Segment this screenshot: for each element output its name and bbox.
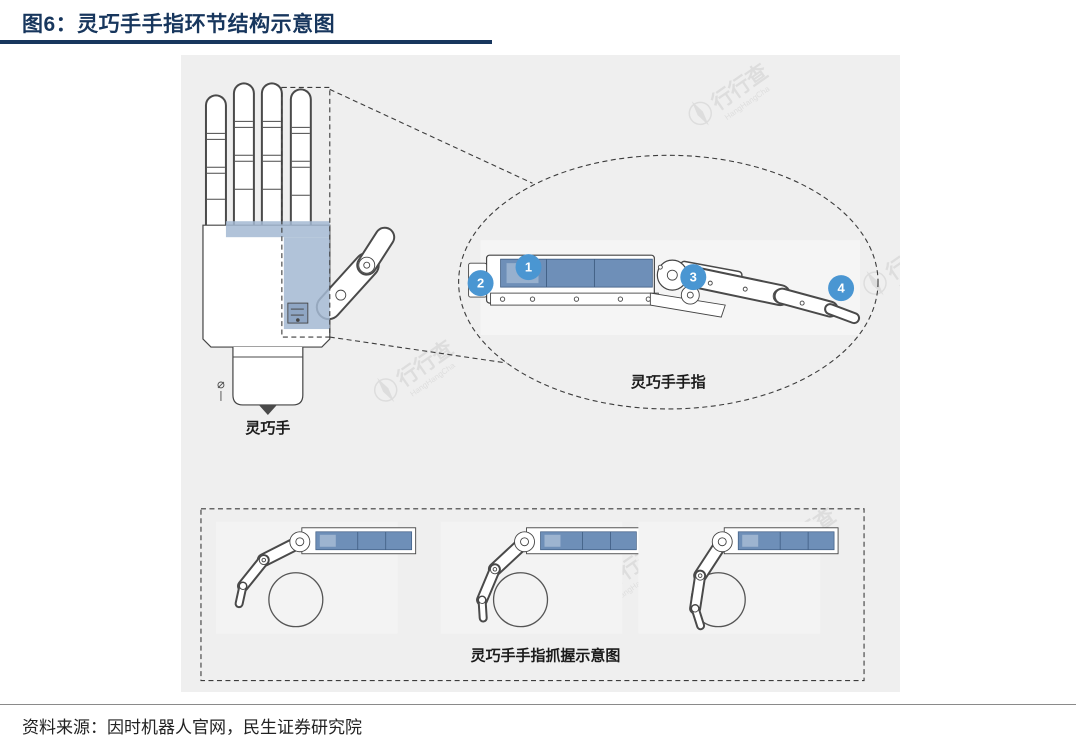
grasp-unit-1 <box>215 521 417 634</box>
grasp-sequence: 灵巧手手指抓握示意图 <box>200 508 865 682</box>
svg-text:2: 2 <box>477 276 484 291</box>
zoom-callout-rect <box>281 86 331 338</box>
hand-fingers <box>204 82 312 239</box>
grasp-object-circle <box>492 572 549 628</box>
diagram-panel: 行行查 HangHangCha <box>181 55 900 692</box>
callout-4: 4 <box>828 275 855 302</box>
callout-2: 2 <box>467 270 494 297</box>
callout-3: 3 <box>680 264 707 291</box>
callout-1: 1 <box>515 254 542 281</box>
finger-structure-drawing <box>468 240 861 336</box>
grasp-unit-2 <box>440 521 641 634</box>
svg-text:3: 3 <box>690 270 697 285</box>
hand-thumb <box>315 226 396 321</box>
hand-label: 灵巧手 <box>245 419 290 437</box>
grasp-box <box>200 508 865 682</box>
hand-wrist <box>217 347 304 415</box>
finger-label: 灵巧手手指 <box>631 373 706 391</box>
grasp-unit-3 <box>638 521 839 634</box>
source-text: 资料来源：因时机器人官网，民生证券研究院 <box>22 718 362 737</box>
svg-text:1: 1 <box>525 260 532 275</box>
footer-divider <box>0 704 1076 705</box>
zoom-callout-line-top <box>329 88 533 184</box>
grasp-object-circle <box>268 572 324 628</box>
diagram-canvas: 行行查 HangHangCha <box>200 55 900 682</box>
figure-title: 图6：灵巧手手指环节结构示意图 <box>22 13 336 36</box>
svg-text:4: 4 <box>837 281 845 296</box>
grasp-label: 灵巧手手指抓握示意图 <box>471 647 621 665</box>
dexterous-hand-drawing: 灵巧手 <box>202 82 396 437</box>
title-underline <box>0 40 492 44</box>
zoom-callout-line-bottom <box>329 336 507 364</box>
finger-zoom-ellipse <box>458 154 879 410</box>
palm-shaded-region <box>225 221 330 330</box>
